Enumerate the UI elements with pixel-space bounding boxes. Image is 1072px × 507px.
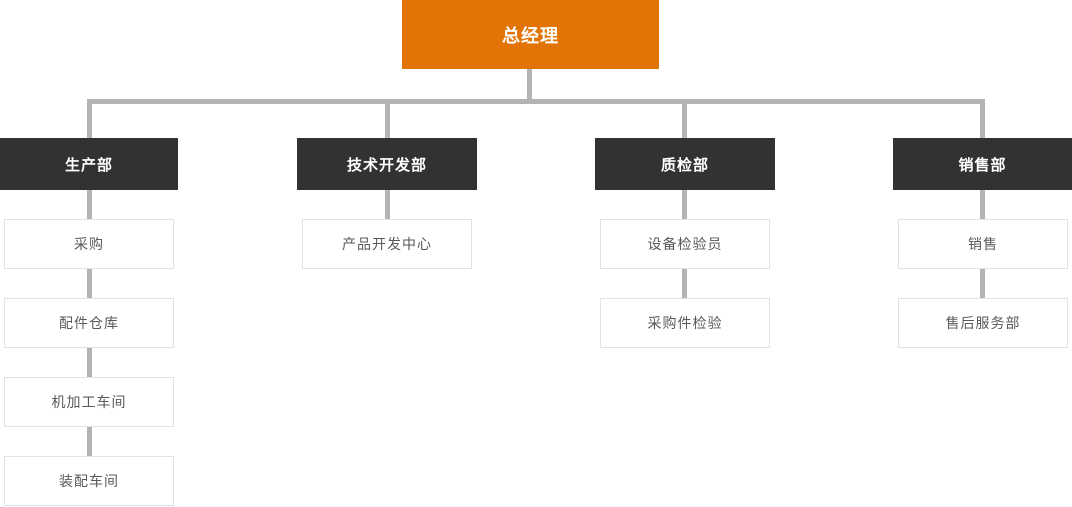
org-node-label: 售后服务部 <box>945 315 1021 331</box>
connector-drop-sales <box>980 104 985 138</box>
connector-qa-2 <box>682 269 687 298</box>
connector-production-4 <box>87 427 92 456</box>
connector-tech-1 <box>385 190 390 219</box>
org-node-label: 装配车间 <box>59 473 119 489</box>
org-node-sales-dept[interactable]: 销售部 <box>893 138 1072 190</box>
org-node-machining-workshop[interactable]: 机加工车间 <box>4 377 174 427</box>
org-node-product-dev-center[interactable]: 产品开发中心 <box>302 219 472 269</box>
connector-sales-1 <box>980 190 985 219</box>
org-node-label: 产品开发中心 <box>342 236 432 252</box>
org-node-general-manager[interactable]: 总经理 <box>402 0 659 69</box>
org-node-assembly-workshop[interactable]: 装配车间 <box>4 456 174 506</box>
org-node-label: 生产部 <box>64 156 113 174</box>
org-node-qa-dept[interactable]: 质检部 <box>595 138 775 190</box>
org-node-equipment-inspector[interactable]: 设备检验员 <box>600 219 770 269</box>
connector-drop-tech <box>385 104 390 138</box>
connector-drop-production <box>87 104 92 138</box>
org-node-label: 总经理 <box>502 25 559 46</box>
connector-drop-qa <box>682 104 687 138</box>
org-node-label: 设备检验员 <box>647 236 723 252</box>
connector-sales-2 <box>980 269 985 298</box>
org-node-label: 销售 <box>968 236 998 252</box>
org-node-sales[interactable]: 销售 <box>898 219 1068 269</box>
org-node-tech-dev-dept[interactable]: 技术开发部 <box>297 138 477 190</box>
connector-horizontal-rail <box>87 99 985 104</box>
org-node-label: 销售部 <box>958 156 1007 174</box>
org-node-label: 采购件检验 <box>647 315 723 331</box>
org-node-label: 技术开发部 <box>346 156 427 174</box>
connector-production-2 <box>87 269 92 298</box>
org-node-label: 配件仓库 <box>59 315 119 331</box>
org-node-production-dept[interactable]: 生产部 <box>0 138 178 190</box>
org-node-label: 采购 <box>74 236 104 252</box>
connector-root-stem <box>527 69 532 100</box>
org-node-purchased-parts-inspection[interactable]: 采购件检验 <box>600 298 770 348</box>
connector-qa-1 <box>682 190 687 219</box>
org-node-after-sales-service[interactable]: 售后服务部 <box>898 298 1068 348</box>
org-node-purchasing[interactable]: 采购 <box>4 219 174 269</box>
connector-production-3 <box>87 348 92 377</box>
org-node-parts-warehouse[interactable]: 配件仓库 <box>4 298 174 348</box>
org-node-label: 机加工车间 <box>51 394 127 410</box>
connector-production-1 <box>87 190 92 219</box>
org-node-label: 质检部 <box>660 156 709 174</box>
